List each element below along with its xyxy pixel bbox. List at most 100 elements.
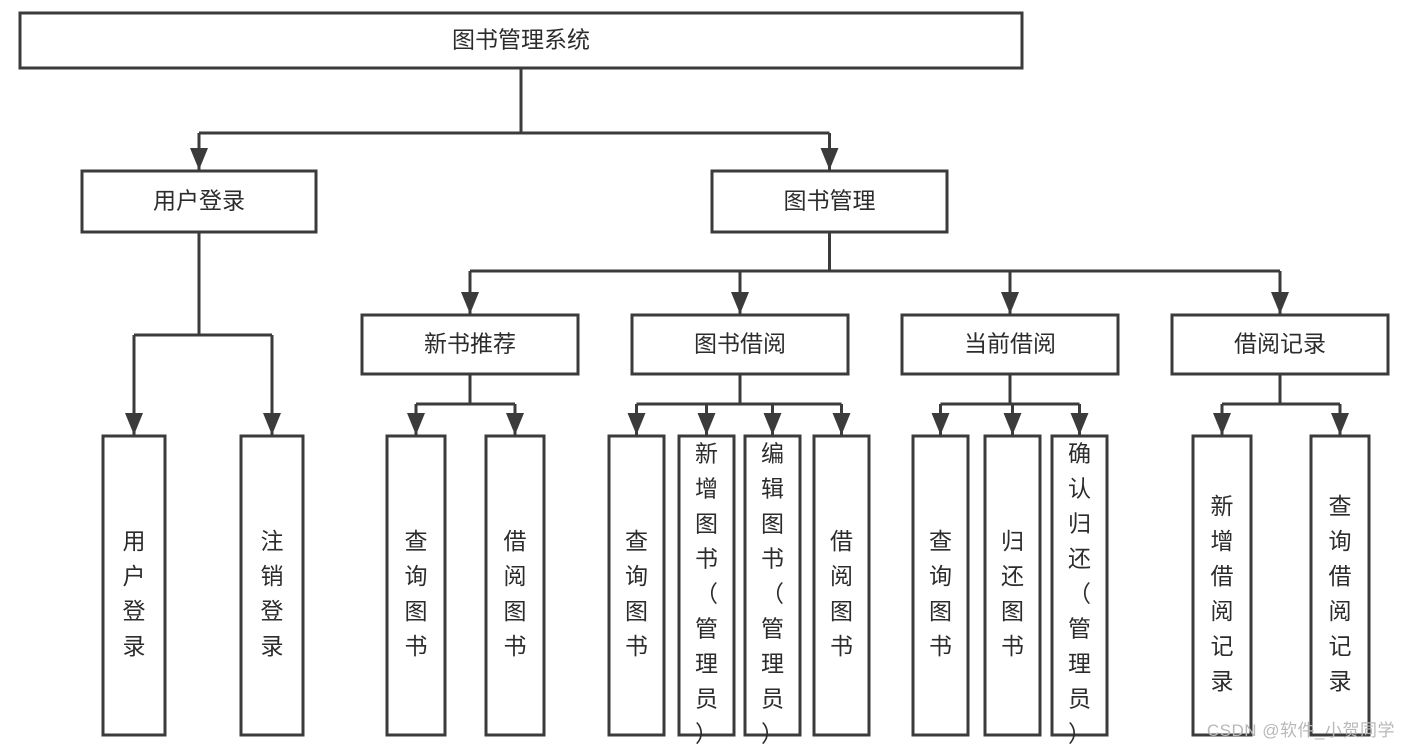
node-box-new-book-rec	[360, 313, 580, 376]
node-label-leaf-add-book-char-7: 员	[695, 685, 718, 711]
node-label-leaf-confirm-return-char-8: ）	[1068, 720, 1091, 746]
node-label-leaf-edit-book-char-3: 书	[761, 545, 784, 571]
node-label-leaf-user-logout-char-0: 注	[261, 528, 284, 554]
node-label-leaf-user-logout-char-1: 销	[261, 563, 284, 589]
node-label-leaf-user-logout-char-2: 登	[261, 598, 284, 624]
node-box-current-borrow	[900, 313, 1120, 376]
arrow-head-icon-new-book-rec	[461, 292, 479, 314]
connectors-layer	[125, 68, 1349, 435]
node-box-leaf-query-book-cur	[911, 434, 970, 737]
node-label-leaf-return-book-char-2: 图	[1001, 598, 1024, 624]
node-label-leaf-return-book-char-3: 书	[1001, 633, 1024, 659]
nodes-layer: 图书管理系统用户登录图书管理新书推荐图书借阅当前借阅借阅记录用户登录注销登录查询…	[18, 11, 1390, 746]
node-label-book-manage: 图书管理	[784, 188, 876, 214]
arrow-head-icon-leaf-return-book	[1003, 413, 1022, 435]
node-label-leaf-borrow-book-bor-char-2: 图	[830, 598, 853, 624]
node-label-leaf-add-book-char-5: 管	[695, 615, 718, 641]
node-label-leaf-add-book-char-3: 书	[695, 545, 718, 571]
node-label-leaf-add-record-char-3: 阅	[1211, 598, 1234, 624]
node-box-root	[18, 11, 1024, 70]
node-label-leaf-add-record-char-2: 借	[1211, 563, 1234, 589]
arrow-head-icon-leaf-query-book-cur	[931, 413, 950, 435]
node-label-leaf-borrow-book-bor-char-0: 借	[830, 528, 853, 554]
node-box-leaf-user-logout	[239, 434, 305, 737]
node-new-book-rec: 新书推荐	[360, 313, 580, 376]
arrow-head-icon-leaf-borrow-book-bor	[832, 413, 851, 435]
node-label-leaf-user-login-char-1: 户	[123, 563, 146, 589]
arrow-head-icon-borrow-record	[1271, 292, 1289, 314]
watermark-text: CSDN @软件_小贺同学	[1206, 721, 1395, 740]
node-box-leaf-borrow-book-rec	[484, 434, 546, 737]
node-label-leaf-query-book-rec-char-2: 图	[405, 598, 428, 624]
node-user-login: 用户登录	[80, 169, 318, 234]
node-label-leaf-add-book-char-4: （	[695, 580, 718, 606]
node-label-leaf-edit-book-char-5: 管	[761, 615, 784, 641]
node-label-leaf-user-login-char-0: 用	[123, 528, 146, 554]
node-label-leaf-confirm-return-char-3: 还	[1068, 545, 1091, 571]
node-label-leaf-borrow-book-rec-char-2: 图	[504, 598, 527, 624]
node-label-leaf-edit-book-char-0: 编	[761, 440, 784, 466]
node-label-leaf-return-book-char-1: 还	[1001, 563, 1024, 589]
arrow-head-icon-book-borrow	[731, 292, 749, 314]
node-label-leaf-borrow-book-rec-char-1: 阅	[504, 563, 527, 589]
node-box-user-login	[80, 169, 318, 234]
node-box-leaf-user-login	[101, 434, 167, 737]
node-label-leaf-query-record-char-0: 查	[1329, 493, 1352, 519]
node-label-leaf-add-book-char-6: 理	[695, 650, 718, 676]
node-label-leaf-user-logout-char-3: 录	[261, 633, 284, 659]
node-label-leaf-query-record-char-5: 录	[1329, 668, 1352, 694]
node-label-leaf-query-record-char-1: 询	[1329, 528, 1352, 554]
node-box-book-borrow	[630, 313, 850, 376]
node-label-book-borrow: 图书借阅	[694, 331, 786, 357]
node-label-leaf-edit-book-char-8: ）	[761, 720, 784, 746]
node-label-leaf-add-record-char-4: 记	[1211, 633, 1234, 659]
node-label-leaf-return-book-char-0: 归	[1001, 528, 1024, 554]
node-label-leaf-query-book-bor-char-2: 图	[625, 598, 648, 624]
node-label-leaf-add-book-char-1: 增	[695, 475, 718, 501]
node-label-leaf-query-book-cur-char-1: 询	[929, 563, 952, 589]
node-label-leaf-query-record-char-4: 记	[1329, 633, 1352, 659]
node-label-leaf-query-book-cur-char-0: 查	[929, 528, 952, 554]
node-label-leaf-query-book-bor-char-0: 查	[625, 528, 648, 554]
node-label-leaf-query-record-char-3: 阅	[1329, 598, 1352, 624]
arrow-head-icon-leaf-user-login	[125, 413, 143, 435]
arrow-head-icon-leaf-query-record	[1331, 413, 1349, 435]
node-label-leaf-confirm-return-char-6: 理	[1068, 650, 1091, 676]
node-label-user-login: 用户登录	[153, 188, 245, 214]
node-box-leaf-borrow-book-bor	[812, 434, 871, 737]
node-label-borrow-record: 借阅记录	[1234, 331, 1326, 357]
node-book-manage: 图书管理	[710, 169, 949, 234]
node-label-leaf-confirm-return-char-7: 员	[1068, 685, 1091, 711]
node-box-leaf-add-record	[1191, 434, 1253, 737]
node-label-leaf-add-record-char-5: 录	[1211, 668, 1234, 694]
node-label-new-book-rec: 新书推荐	[424, 331, 516, 357]
node-label-leaf-edit-book-char-1: 辑	[761, 475, 784, 501]
node-box-leaf-edit-book	[743, 434, 802, 737]
node-borrow-record: 借阅记录	[1170, 313, 1390, 376]
arrow-head-icon-leaf-user-logout	[263, 413, 281, 435]
node-label-leaf-add-record-char-1: 增	[1211, 528, 1234, 554]
node-label-leaf-confirm-return-char-4: （	[1068, 580, 1091, 606]
arrow-head-icon-current-borrow	[1001, 292, 1019, 314]
node-label-leaf-query-book-rec-char-0: 查	[405, 528, 428, 554]
node-box-book-manage	[710, 169, 949, 234]
node-label-leaf-confirm-return-char-0: 确	[1068, 440, 1091, 466]
node-label-leaf-confirm-return-char-5: 管	[1068, 615, 1091, 641]
node-label-leaf-user-login-char-2: 登	[123, 598, 146, 624]
node-label-leaf-query-book-rec-char-3: 书	[405, 633, 428, 659]
node-label-leaf-query-book-bor-char-1: 询	[625, 563, 648, 589]
node-box-borrow-record	[1170, 313, 1390, 376]
node-label-leaf-user-login-char-3: 录	[123, 633, 146, 659]
arrow-head-icon-book-manage	[820, 148, 839, 170]
node-label-leaf-query-book-cur-char-3: 书	[929, 633, 952, 659]
arrow-head-icon-leaf-add-record	[1213, 413, 1231, 435]
